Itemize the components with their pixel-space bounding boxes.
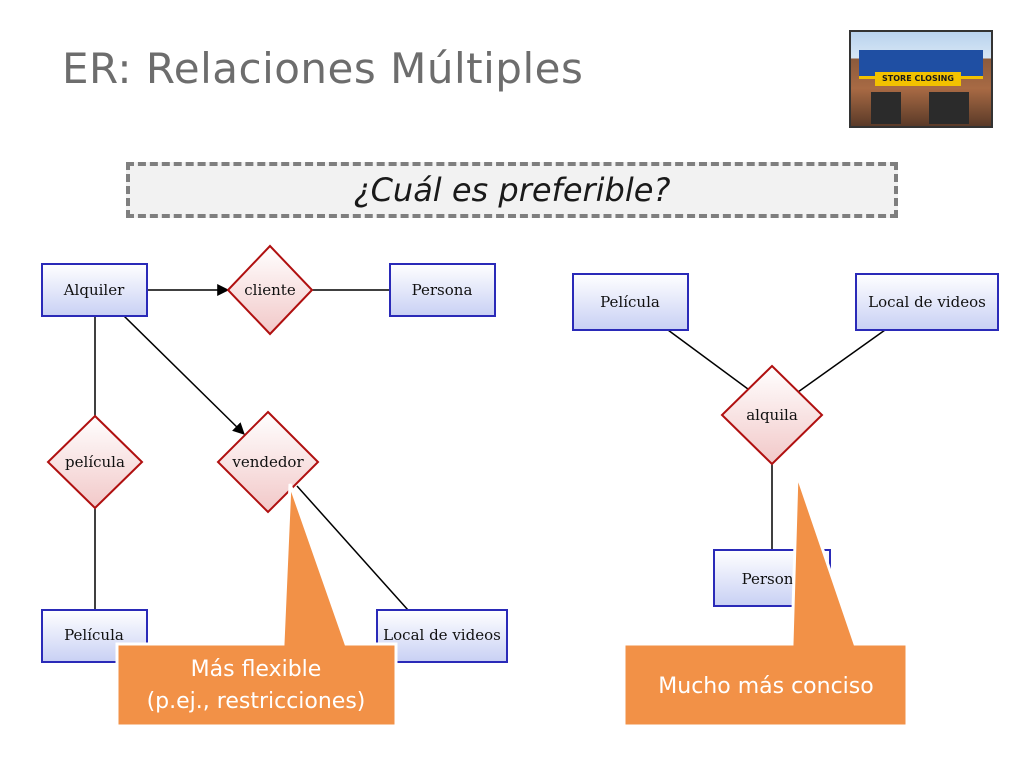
svg-text:cliente: cliente: [244, 281, 296, 299]
svg-text:Local de videos: Local de videos: [383, 626, 501, 644]
entity-pelicula-right: Película: [572, 273, 689, 331]
edge-pelicula-alquila: [667, 329, 753, 393]
store-closing-photo: STORE CLOSING: [849, 30, 993, 128]
entity-pelicula-left: Película: [41, 609, 148, 663]
svg-text:alquila: alquila: [746, 406, 798, 424]
svg-text:película: película: [65, 453, 125, 471]
svg-text:Película: Película: [64, 626, 124, 644]
svg-text:Más flexible: Más flexible: [191, 657, 322, 682]
photo-sign: STORE CLOSING: [875, 72, 961, 86]
svg-text:vendedor: vendedor: [231, 453, 304, 471]
relation-cliente: cliente: [226, 244, 314, 336]
photo-window: [929, 92, 969, 124]
entity-persona: Persona: [389, 263, 496, 317]
entity-alquiler: Alquiler: [41, 263, 148, 317]
photo-door: [871, 92, 901, 124]
svg-text:Mucho más conciso: Mucho más conciso: [658, 674, 873, 699]
edge-vendedor-local: [296, 485, 409, 611]
relation-alquila: alquila: [720, 364, 824, 466]
svg-text:Alquiler: Alquiler: [63, 281, 125, 299]
svg-text:Local de videos: Local de videos: [868, 293, 986, 311]
question-box: ¿Cuál es preferible?: [126, 162, 898, 218]
svg-text:Persona: Persona: [412, 281, 473, 299]
svg-text:Película: Película: [600, 293, 660, 311]
edge-local-alquila: [797, 329, 886, 393]
relation-vendedor: vendedor: [216, 410, 320, 514]
svg-text:(p.ej., restricciones): (p.ej., restricciones): [147, 689, 366, 714]
svg-text:Persona: Persona: [742, 570, 803, 588]
entity-local-left: Local de videos: [376, 609, 508, 663]
slide-title: ER: Relaciones Múltiples: [62, 44, 584, 93]
callout-flexible: Más flexible (p.ej., restricciones): [115, 483, 398, 728]
callout-conciso: Mucho más conciso: [622, 473, 909, 728]
edge-alquiler-vendedor: [123, 315, 245, 435]
entity-local-right: Local de videos: [855, 273, 999, 331]
relation-pelicula: película: [46, 414, 144, 510]
